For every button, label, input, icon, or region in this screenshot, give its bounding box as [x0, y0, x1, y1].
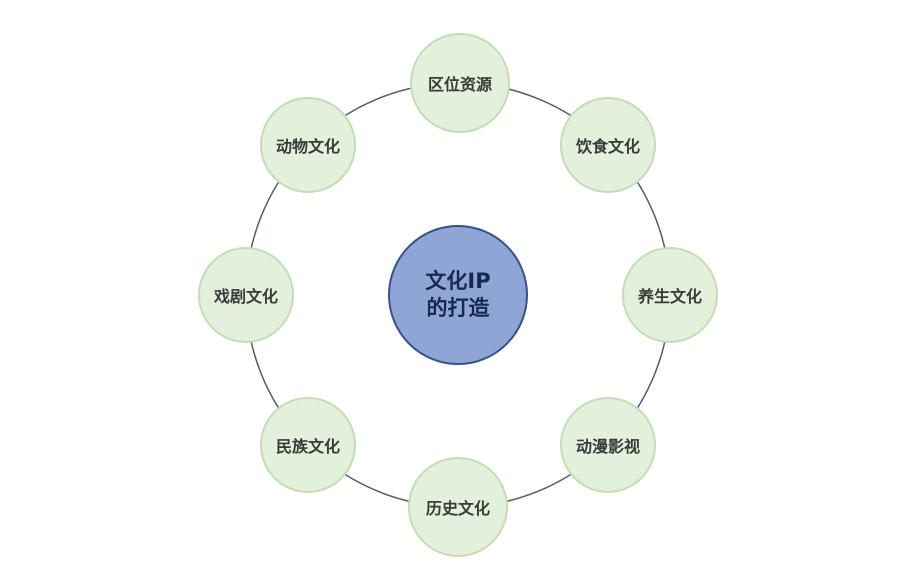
node-label: 动物文化 [275, 137, 340, 156]
node-drama-culture: 戏剧文化 [198, 247, 294, 343]
center-node: 文化IP 的打造 [388, 225, 528, 365]
node-animal-culture: 动物文化 [260, 97, 356, 193]
node-label: 动漫影视 [575, 437, 640, 456]
node-anime-film: 动漫影视 [560, 397, 656, 493]
node-label: 区位资源 [427, 75, 492, 94]
center-node-label: 文化IP 的打造 [425, 268, 491, 320]
node-label: 戏剧文化 [213, 287, 278, 306]
node-label: 历史文化 [425, 499, 490, 518]
node-ethnic-culture: 民族文化 [260, 397, 356, 493]
node-health-culture: 养生文化 [622, 247, 718, 343]
node-food-culture: 饮食文化 [560, 97, 656, 193]
node-history-culture: 历史文化 [408, 457, 508, 557]
node-location-resources: 区位资源 [410, 33, 510, 133]
node-label: 饮食文化 [575, 137, 640, 156]
node-label: 民族文化 [275, 437, 340, 456]
node-label: 养生文化 [637, 287, 702, 306]
